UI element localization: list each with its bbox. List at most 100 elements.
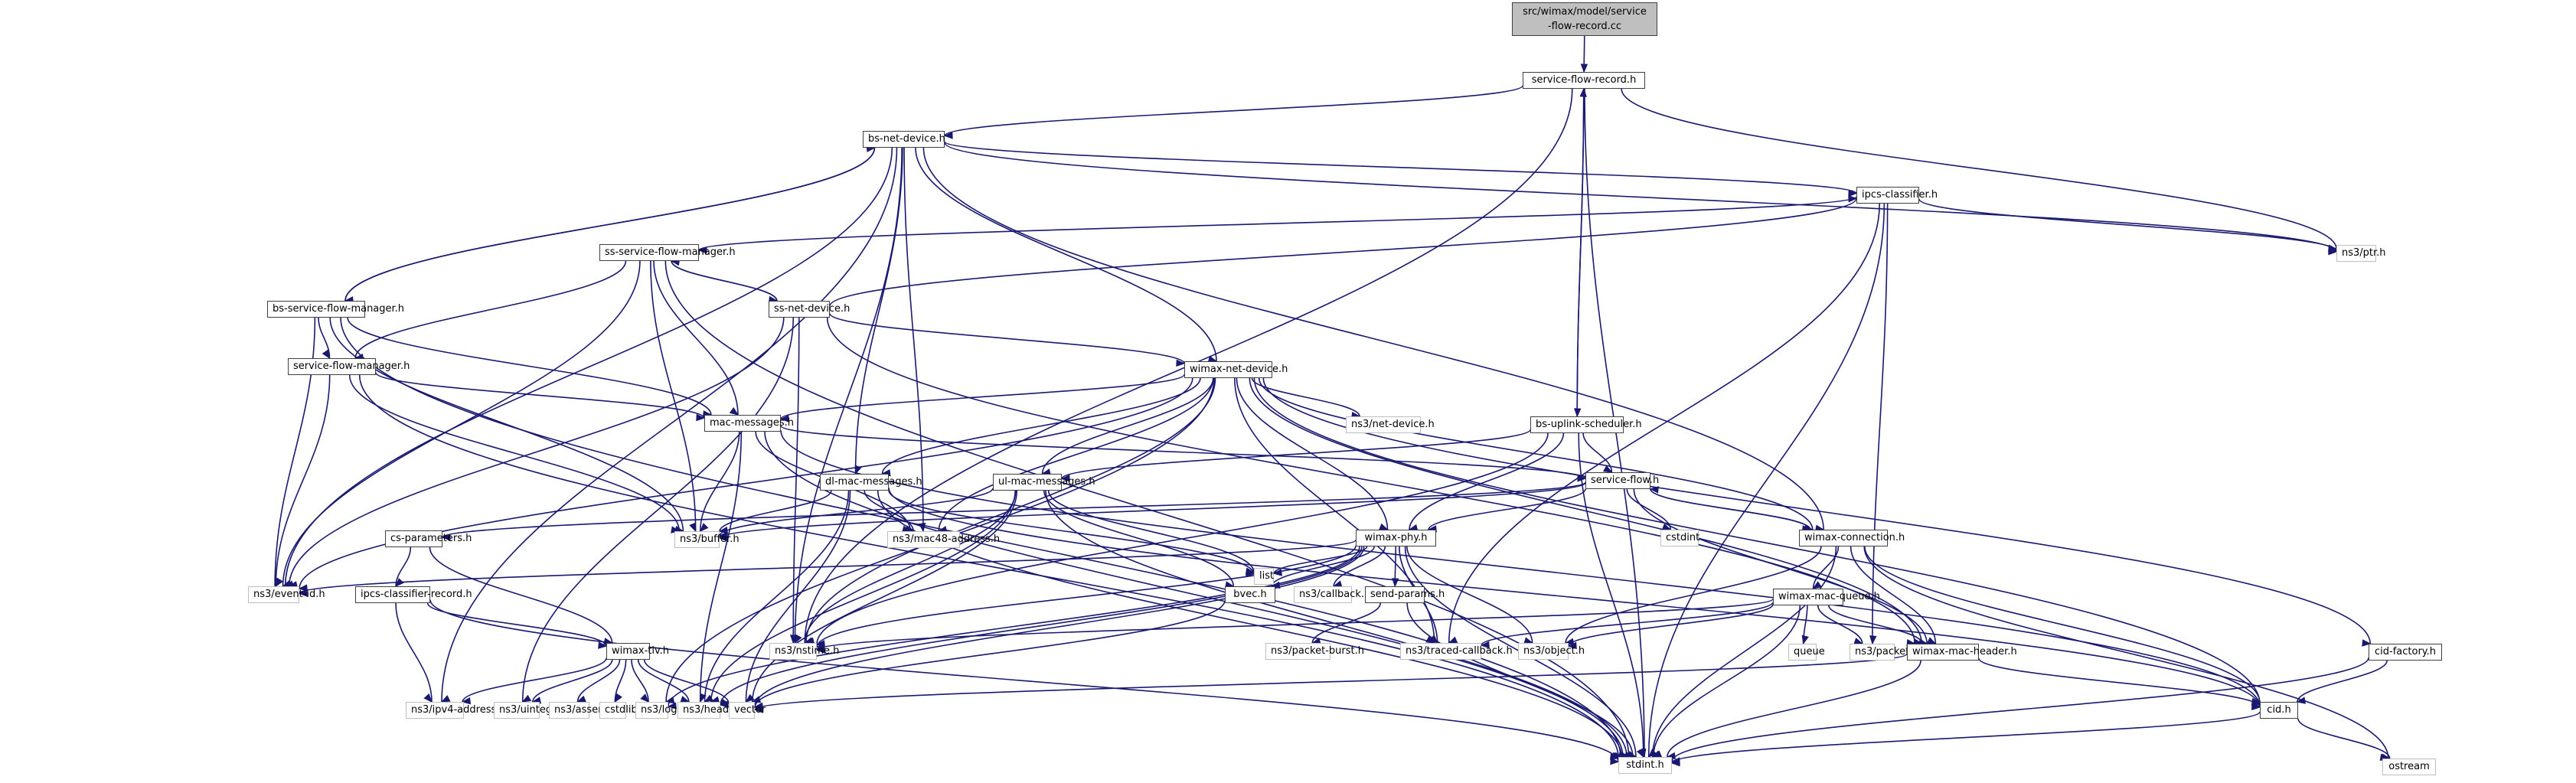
node-ns3-buffer-h[interactable]: ns3/buffer.h bbox=[674, 531, 739, 548]
node-ns3-log-h[interactable]: ns3/log.h bbox=[635, 702, 687, 719]
node-cs-parameters-h[interactable]: cs-parameters.h bbox=[385, 530, 472, 547]
arrowhead-macm bbox=[729, 406, 739, 416]
arrowhead-wphy bbox=[1379, 523, 1389, 530]
node-service-flow-record-h[interactable]: service-flow-record.h bbox=[1523, 72, 1645, 89]
edge-cid-to-stdint bbox=[1671, 711, 2261, 764]
edge-macm-to-sf bbox=[780, 425, 1586, 479]
node-service-flow-manager-h[interactable]: service-flow-manager.h bbox=[288, 358, 410, 375]
node-ns3-mac48-address-h[interactable]: ns3/mac48-address.h bbox=[887, 531, 1000, 548]
node-wimax-mac-queue-h[interactable]: wimax-mac-queue.h bbox=[1773, 589, 1880, 605]
edge-ulm-to-list bbox=[1047, 490, 1255, 573]
edge-ulm-to-nstime bbox=[804, 490, 1017, 644]
node-wimax-net-device-h[interactable]: wimax-net-device.h bbox=[1184, 361, 1288, 378]
node-bs-service-flow-manager-h[interactable]: bs-service-flow-manager.h bbox=[267, 301, 404, 318]
node-wimax-tlv-h[interactable]: wimax-tlv.h bbox=[606, 643, 669, 660]
edge-wnd-to-wconn bbox=[1258, 377, 1814, 530]
edge-ulm-to-header bbox=[710, 490, 1016, 703]
edge-sf-to-wmh bbox=[1633, 488, 1928, 644]
edge-wmq-to-packet bbox=[1817, 605, 1863, 644]
edge-bssfm-to-buffer bbox=[329, 317, 684, 532]
node-stdint-h[interactable]: stdint.h bbox=[1618, 757, 1672, 774]
node-ns3-assert-h[interactable]: ns3/assert.h bbox=[549, 702, 615, 719]
edge-sfm-to-buffer bbox=[348, 374, 681, 532]
arrowhead-stdint bbox=[1610, 757, 1620, 765]
node-wimax-connection-h[interactable]: wimax-connection.h bbox=[1799, 530, 1905, 546]
edge-wphy-to-vector bbox=[754, 546, 1365, 707]
edge-ulm-to-buffer bbox=[719, 488, 994, 537]
node-bvec-h[interactable]: bvec.h bbox=[1225, 586, 1275, 603]
edge-wmq-to-wmh bbox=[1828, 605, 1923, 644]
edge-dlm-to-vector bbox=[745, 490, 851, 703]
node-dl-mac-messages-h[interactable]: dl-mac-messages.h bbox=[820, 474, 922, 491]
node-bs-net-device-h[interactable]: bs-net-device.h bbox=[863, 131, 945, 148]
edge-sssfm-to-eventid bbox=[282, 260, 641, 587]
edge-wconn-to-cid bbox=[1864, 546, 2261, 703]
node-ostream[interactable]: ostream bbox=[2382, 759, 2436, 775]
edge-wmh-to-vector bbox=[754, 653, 1908, 710]
arrowhead-stdint bbox=[1636, 748, 1644, 759]
node-wimax-mac-header-h[interactable]: wimax-mac-header.h bbox=[1907, 644, 2017, 661]
edge-wphy-to-nstime bbox=[816, 545, 1357, 648]
node-ipcs-classifier-record-h[interactable]: ipcs-classifier-record.h bbox=[355, 586, 472, 603]
node-cid-h[interactable]: cid.h bbox=[2260, 702, 2298, 719]
edge-bsnd-to-nstime bbox=[794, 147, 903, 644]
arrowhead-cid bbox=[2251, 703, 2261, 710]
node-wimax-phy-h[interactable]: wimax-phy.h bbox=[1356, 530, 1436, 546]
arrowhead-queue bbox=[1801, 635, 1809, 645]
edge-ssnd-to-uint bbox=[521, 317, 795, 703]
edge-bsus-to-stdint bbox=[1578, 432, 1644, 758]
edge-wnd-to-eventid bbox=[299, 377, 1193, 589]
arrowhead-ipcs bbox=[1848, 195, 1858, 203]
node-bs-uplink-scheduler-h[interactable]: bs-uplink-scheduler.h bbox=[1530, 416, 1642, 433]
node-cstdlib[interactable]: cstdlib bbox=[599, 702, 638, 719]
node-ns3-callback-h[interactable]: ns3/callback.h bbox=[1294, 586, 1370, 603]
edge-wconn-to-wmq bbox=[1812, 546, 1840, 589]
edge-bssfm-to-sfm bbox=[318, 317, 331, 359]
edge-wtlv-to-ipv4 bbox=[462, 657, 607, 703]
node-cstdint[interactable]: cstdint bbox=[1660, 530, 1699, 546]
edge-wtlv-to-vector bbox=[643, 659, 730, 704]
edge-wnd-to-ulm bbox=[1041, 377, 1214, 475]
edge-ipcsrec-to-stdint bbox=[429, 599, 1619, 762]
node-ss-net-device-h[interactable]: ss-net-device.h bbox=[769, 301, 850, 318]
edge-sf-to-cstdint bbox=[1626, 488, 1671, 530]
arrowhead-ipcs bbox=[1848, 189, 1858, 197]
node-ns3-net-device-h[interactable]: ns3/net-device.h bbox=[1346, 416, 1435, 433]
node-service-flow-h[interactable]: service-flow.h bbox=[1585, 472, 1659, 489]
node-queue[interactable]: queue bbox=[1788, 644, 1825, 661]
node-ns3-packet-h[interactable]: ns3/packet.h bbox=[1850, 644, 1919, 661]
edge-bsnd-to-ptr bbox=[944, 142, 2337, 253]
edge-wconn-to-stdint bbox=[1651, 546, 1837, 758]
edge-bsus-to-sf bbox=[1582, 432, 1613, 473]
node-list[interactable]: list bbox=[1254, 568, 1274, 585]
arrowhead-cid bbox=[2296, 697, 2307, 704]
node-ss-service-flow-manager-h[interactable]: ss-service-flow-manager.h bbox=[599, 244, 736, 261]
arrowhead-ipv4 bbox=[440, 695, 451, 703]
arrowhead-eventid bbox=[298, 584, 308, 592]
arrowhead-sfr bbox=[1580, 64, 1588, 73]
node-ns3-object-h[interactable]: ns3/object.h bbox=[1518, 643, 1585, 660]
arrowhead-object bbox=[1567, 641, 1577, 650]
edge-wphy-to-header bbox=[720, 546, 1363, 706]
node-ns3-traced-callback-h[interactable]: ns3/traced-callback.h bbox=[1400, 643, 1513, 660]
node-vector[interactable]: vector bbox=[729, 702, 766, 719]
node-send-params-h[interactable]: send-params.h bbox=[1365, 586, 1445, 603]
node-ns3-ipv4-address-h[interactable]: ns3/ipv4-address.h bbox=[406, 702, 506, 719]
node-ns3-packet-burst-h[interactable]: ns3/packet-burst.h bbox=[1265, 643, 1364, 660]
edge-dlm-to-mac48 bbox=[864, 490, 915, 532]
edge-wconn-to-sf bbox=[1650, 488, 1811, 530]
edge-bsnd-to-ipcs bbox=[944, 141, 1857, 194]
node-ns3-ptr-h[interactable]: ns3/ptr.h bbox=[2336, 245, 2386, 262]
node-ul-mac-messages-h[interactable]: ul-mac-messages.h bbox=[993, 474, 1095, 491]
edge-bssfm-to-macm bbox=[347, 317, 712, 416]
node-ns3-header-h[interactable]: ns3/header.h bbox=[677, 702, 748, 719]
edge-wphy-to-eventid bbox=[299, 539, 1357, 595]
node-mac-messages-h[interactable]: mac-messages.h bbox=[704, 415, 794, 432]
node-cid-factory-h[interactable]: cid-factory.h bbox=[2369, 644, 2442, 661]
node-service-flow-record-cc[interactable]: src/wimax/model/service -flow-record.cc bbox=[1512, 2, 1657, 36]
edge-bsnd-to-mac48 bbox=[903, 147, 924, 532]
node-ns3-event-id-h[interactable]: ns3/event-id.h bbox=[248, 586, 325, 603]
node-ipcs-classifier-h[interactable]: ipcs-classifier.h bbox=[1856, 187, 1938, 204]
node-ns3-nstime-h[interactable]: ns3/nstime.h bbox=[769, 643, 839, 660]
node-ns3-uinteger-h[interactable]: ns3/uinteger.h bbox=[494, 702, 571, 719]
